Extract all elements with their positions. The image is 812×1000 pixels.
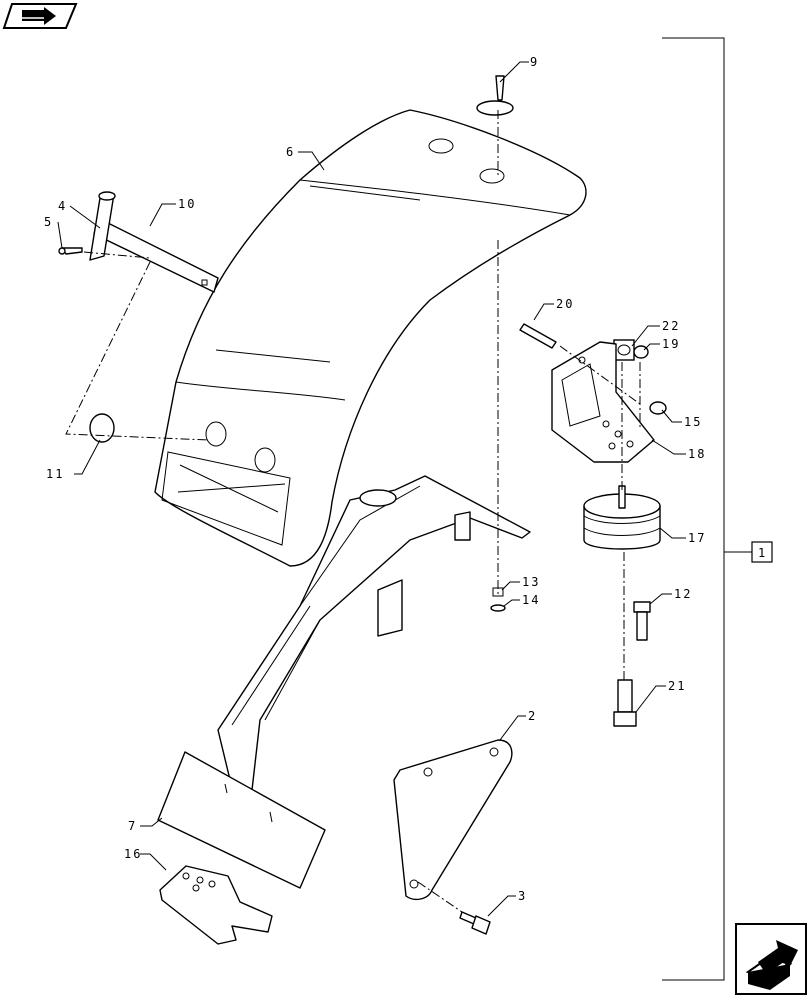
assembly-ref-label: 1: [758, 546, 767, 560]
callout-22: 22: [662, 319, 680, 333]
washer-part-9: [476, 75, 514, 116]
bracket-part-18: [551, 341, 655, 463]
bolt-part-12: [633, 601, 651, 641]
leader-lines: [57, 61, 686, 917]
assembly-lines: [65, 110, 641, 913]
callout-14: 14: [522, 593, 540, 607]
callout-7: 7: [128, 819, 137, 833]
callout-12: 12: [674, 587, 692, 601]
callout-4: 4: [58, 199, 67, 213]
previous-page-icon[interactable]: [2, 3, 78, 29]
washer-part-15: [649, 401, 667, 415]
cap-part-11: [89, 413, 115, 443]
assembly-bracket: [662, 37, 773, 981]
callout-18: 18: [688, 447, 706, 461]
callout-labels: 9 6 4 5 10 11 20 22 19 15 18 17 13 14 12…: [44, 55, 767, 903]
callout-20: 20: [556, 297, 574, 311]
callout-9: 9: [530, 55, 539, 69]
callout-21: 21: [668, 679, 686, 693]
next-page-icon[interactable]: [735, 923, 807, 995]
bracket-part-16: [159, 865, 273, 945]
callout-6: 6: [286, 145, 295, 159]
bolt-part-21: [613, 679, 637, 727]
support-arm-part-7: [157, 475, 531, 889]
callout-16: 16: [124, 847, 142, 861]
callout-13: 13: [522, 575, 540, 589]
callout-19: 19: [662, 337, 680, 351]
nut-part-22: [613, 339, 635, 361]
plate-part-2: [393, 739, 513, 901]
callout-3: 3: [518, 889, 527, 903]
bolt-part-20: [519, 323, 557, 349]
nut-part-13: [490, 587, 506, 612]
mount-part-17: [583, 485, 661, 550]
bolt-part-3: [459, 911, 491, 935]
callout-15: 15: [684, 415, 702, 429]
callout-17: 17: [688, 531, 706, 545]
callout-2: 2: [528, 709, 537, 723]
mounting-bar-part-10: [58, 191, 219, 293]
callout-11: 11: [46, 467, 64, 481]
fender-part-6: [154, 109, 587, 567]
callout-5: 5: [44, 215, 53, 229]
callout-10: 10: [178, 197, 196, 211]
